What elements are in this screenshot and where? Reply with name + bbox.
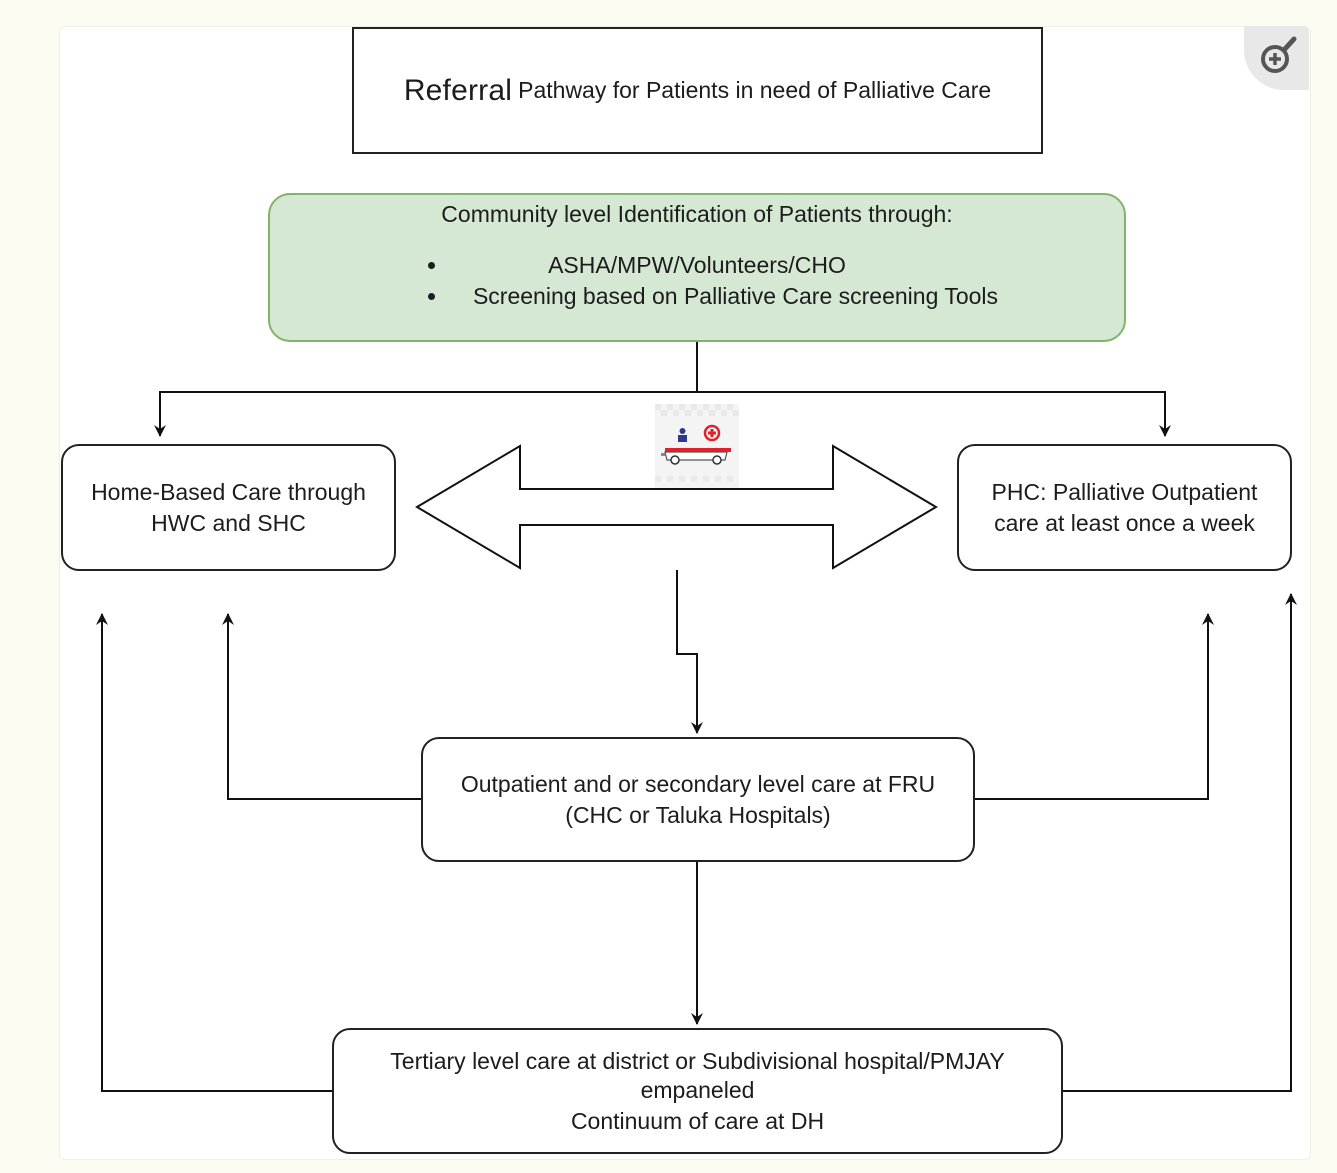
community-bullet-list: ASHA/MPW/Volunteers/CHO Screening based …	[270, 250, 1124, 312]
phc-line-1: PHC: Palliative Outpatient	[991, 478, 1258, 505]
zoom-in-icon	[1261, 36, 1297, 73]
community-identification-box: Community level Identification of Patien…	[268, 193, 1126, 342]
arrow-to-fru	[676, 570, 703, 734]
community-heading: Community level Identification of Patien…	[441, 201, 953, 227]
diagram-title: Referral Pathway for Patients in need of…	[352, 27, 1043, 154]
home-based-care-box: Home-Based Care through HWC and SHC	[61, 444, 396, 571]
bullet-dot	[428, 293, 435, 300]
tertiary-care-box: Tertiary level care at district or Subdi…	[332, 1028, 1063, 1154]
community-bullet-1: ASHA/MPW/Volunteers/CHO	[548, 252, 846, 278]
title-main: Referral	[403, 74, 513, 107]
arrow-to-phc	[697, 391, 1171, 437]
phc-line-2: care at least once a week	[994, 509, 1255, 536]
tertiary-line-2: empaneled	[640, 1076, 755, 1103]
arrow-tertiary-to-phc	[1063, 593, 1297, 1092]
community-bullet-2: Screening based on Palliative Care scree…	[472, 283, 999, 309]
home-care-line-2: HWC and SHC	[151, 509, 306, 536]
phc-box: PHC: Palliative Outpatient care at least…	[957, 444, 1292, 571]
bullet-dot	[428, 262, 435, 269]
arrow-tertiary-to-home-care	[96, 613, 332, 1092]
fru-care-box: Outpatient and or secondary level care a…	[421, 737, 975, 862]
tertiary-line-1: Tertiary level care at district or Subdi…	[390, 1047, 1005, 1074]
tertiary-line-3: Continuum of care at DH	[570, 1107, 825, 1134]
arrow-fru-to-home-care	[222, 613, 421, 800]
list-item: ASHA/MPW/Volunteers/CHO	[270, 250, 1124, 281]
arrow-fru-to-phc	[975, 613, 1214, 800]
fru-line-1: Outpatient and or secondary level care a…	[460, 770, 936, 797]
arrow-to-home-care	[154, 391, 697, 437]
ambulance-icon	[655, 404, 739, 488]
fru-line-2: (CHC or Taluka Hospitals)	[565, 801, 831, 828]
home-care-line-1: Home-Based Care through	[91, 478, 366, 505]
bidirectional-block-arrow	[415, 444, 938, 570]
list-item: Screening based on Palliative Care scree…	[270, 281, 1124, 312]
title-rest: Pathway for Patients in need of Palliati…	[518, 77, 992, 103]
